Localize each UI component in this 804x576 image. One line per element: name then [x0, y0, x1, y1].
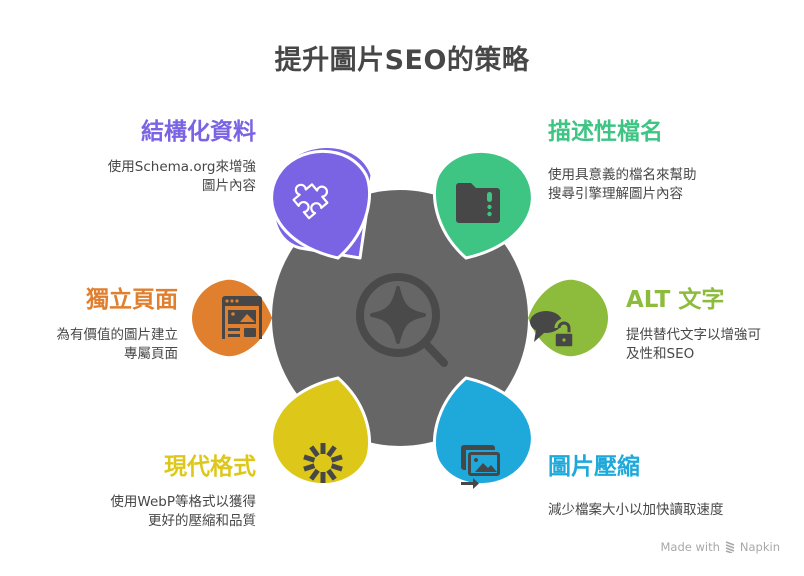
- item-modern-format: 現代格式 使用WebP等格式以獲得 更好的壓縮和品質: [110, 453, 256, 531]
- item-description: 減少檔案大小以加快讀取速度: [548, 502, 724, 518]
- item-image-compression: 圖片壓縮 減少檔案大小以加快讀取速度: [548, 453, 724, 520]
- petal-dedicated-page: [192, 279, 273, 357]
- napkin-logo-icon: [725, 541, 735, 553]
- item-descriptive-filename: 描述性檔名 使用具意義的檔名來幫助 搜尋引擎理解圖片內容: [548, 118, 697, 204]
- item-description: 使用具意義的檔名來幫助 搜尋引擎理解圖片內容: [548, 167, 697, 202]
- loading-burst-icon: [303, 443, 343, 483]
- item-description: 提供替代文字以增強可 及性和SEO: [626, 327, 761, 362]
- petal-modern-format: [270, 376, 372, 487]
- item-heading: ALT 文字: [626, 287, 725, 313]
- petal-image-compression: [432, 376, 534, 489]
- item-heading: 獨立頁面: [86, 287, 178, 313]
- search-sparkle-icon: [356, 273, 448, 367]
- petal-descriptive-filename: [432, 149, 534, 260]
- webpage-image-icon: [222, 296, 262, 339]
- item-heading: 圖片壓縮: [548, 454, 640, 480]
- diagram-title: 提升圖片SEO的策略: [274, 45, 530, 76]
- folder-alert-icon: [456, 183, 500, 223]
- brand-text: Napkin: [739, 540, 780, 554]
- petal-structured-data: [270, 145, 374, 260]
- made-with-text: Made with: [660, 540, 720, 554]
- image-export-icon: [461, 445, 500, 489]
- item-description: 使用Schema.org來增強 圖片內容: [107, 159, 256, 194]
- item-heading: 結構化資料: [141, 119, 256, 145]
- made-with-napkin: Made with Napkin: [661, 540, 781, 554]
- puzzle-icon: [292, 183, 329, 220]
- item-alt-text: ALT 文字 提供替代文字以增強可 及性和SEO: [626, 286, 761, 364]
- item-heading: 描述性檔名: [548, 119, 663, 145]
- item-structured-data: 結構化資料 使用Schema.org來增強 圖片內容: [108, 118, 256, 196]
- item-heading: 現代格式: [164, 454, 256, 480]
- item-description: 為有價值的圖片建立 專屬頁面: [56, 327, 179, 362]
- chat-lock-icon: [530, 311, 574, 348]
- item-description: 使用WebP等格式以獲得 更好的壓縮和品質: [110, 494, 256, 529]
- item-dedicated-page: 獨立頁面 為有價值的圖片建立 專屬頁面: [57, 286, 179, 364]
- petal-alt-text: [528, 279, 608, 357]
